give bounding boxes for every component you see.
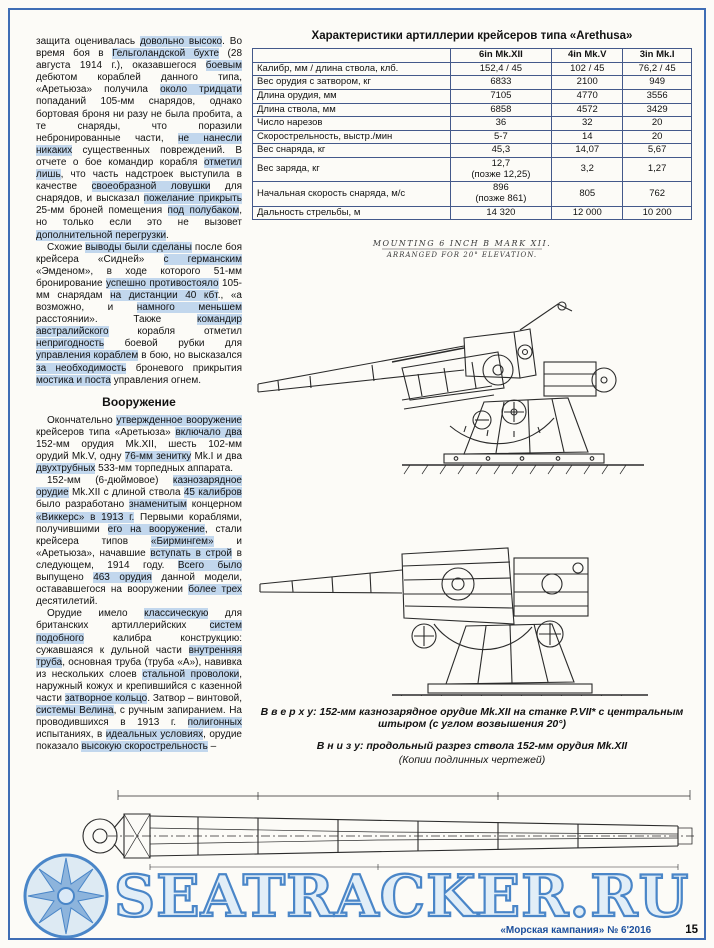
drawing-title-text: MOUNTING 6 INCH B MARK XII. (372, 239, 551, 248)
spec-table-body: Калибр, мм / длина ствола, клб.152,4 / 4… (252, 61, 692, 221)
spec-row: Калибр, мм / длина ствола, клб.152,4 / 4… (252, 61, 692, 77)
section-heading: Вооружение (102, 394, 176, 409)
gun-mount-drawing-bottom (252, 496, 692, 697)
gun-mount-drawing-top: MOUNTING 6 INCH B MARK XII. ARRANGED FOR… (252, 234, 692, 482)
journal-title: «Морская кампания» № 6'2016 (500, 925, 652, 936)
right-column: Характеристики артиллерии крейсеров типа… (252, 30, 692, 766)
spec-col-header: 4in Mk.V (551, 48, 624, 63)
spec-col-header: 3in Mk.I (622, 48, 692, 63)
article-paragraph: Схожие выводы были сделаны после боя кре… (36, 241, 243, 386)
page-number: 15 (685, 924, 698, 936)
spec-col-header (252, 48, 451, 63)
article-column: защита оценивалась довольно высоко. Во в… (36, 36, 243, 753)
barrel-section-drawing (78, 786, 700, 874)
spec-col-header: 6in Mk.XII (449, 48, 553, 63)
caption-bottom: В н и з у: продольный разрез ствола 152-… (316, 740, 628, 753)
gun-mount-linework-icon (257, 301, 644, 475)
article-paragraph: 152-мм (6-дюймовое) казнозарядное орудие… (36, 475, 243, 608)
barrel-linework-icon (82, 790, 694, 870)
article-paragraph: Орудие имело классическую для британских… (36, 608, 242, 753)
watermark-text: SEATRACKER.RU (113, 862, 690, 930)
article-paragraph: Окончательно утвержденное вооружение кре… (36, 414, 243, 475)
table-title: Характеристики артиллерии крейсеров типа… (311, 30, 633, 42)
caption-top: В в е р х у: 152-мм казнозарядное орудие… (260, 706, 684, 731)
drawing-subtitle-text: ARRANGED FOR 20° ELEVATION. (386, 251, 537, 259)
page-footer: «Морская кампания» № 6'2016 15 (500, 924, 698, 936)
caption-note: (Копии подлинных чертежей) (398, 754, 546, 767)
article-paragraph: защита оценивалась довольно высоко. Во в… (36, 36, 243, 241)
gun-breech-linework-icon (259, 547, 648, 697)
